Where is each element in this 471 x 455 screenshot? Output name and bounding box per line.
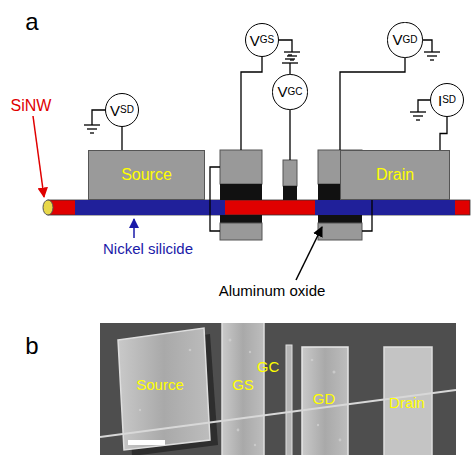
panel-letter: b (25, 334, 38, 358)
oxide-layer (220, 184, 262, 200)
leader-arrow (33, 116, 44, 197)
panel-letter: a (25, 10, 38, 34)
wire (340, 57, 405, 150)
oxide-layer (318, 215, 362, 223)
wire (422, 40, 432, 52)
part-label: Drain (389, 395, 425, 410)
signal-subscript: GD (403, 35, 418, 45)
gate-stack (283, 160, 297, 200)
pad-label: Drain (376, 167, 414, 183)
wire-end (43, 200, 53, 215)
part-label: Aluminum oxide (219, 283, 326, 298)
signal-subscript: SD (442, 95, 456, 105)
signal-symbol: V (110, 103, 120, 118)
wiring (92, 40, 432, 231)
signal-symbol: I (438, 93, 442, 108)
part-label: SiNW (11, 98, 52, 114)
scale-bar (128, 440, 165, 445)
signal-subscript: GS (260, 35, 274, 45)
ground-symbol (282, 55, 298, 63)
signal-symbol: V (392, 32, 402, 47)
wire (279, 40, 292, 52)
gate-electrode (302, 347, 348, 455)
signal-subscript: SD (120, 105, 134, 115)
connection-wire (440, 117, 447, 150)
nanowire (43, 200, 470, 215)
gate-metal (283, 160, 297, 186)
oxide-layer (283, 186, 297, 200)
part-label: Nickel silicide (103, 241, 193, 256)
ground-symbol (84, 125, 100, 133)
grain-texture (139, 339, 342, 447)
part-label: GC (257, 359, 280, 374)
gate-electrode (286, 345, 292, 455)
oxide-layer (220, 215, 262, 223)
signal-symbol: V (250, 33, 260, 48)
ground-symbol (424, 52, 440, 60)
wire (241, 57, 262, 150)
drain-pad (384, 347, 432, 455)
gate-electrode (222, 323, 264, 455)
silicon-segment (48, 200, 470, 215)
contact-pad: Drain (340, 150, 450, 200)
part-label: GS (232, 377, 254, 392)
meter-circle: ISD (430, 83, 464, 117)
meter-circle: VGS (245, 23, 279, 57)
signal-subscript: GC (288, 87, 303, 97)
ground-symbol (410, 112, 426, 120)
wire (92, 110, 105, 125)
gate-metal (220, 223, 262, 240)
silicide-segment (315, 200, 455, 215)
wire (289, 63, 290, 75)
signal-symbol: V (277, 84, 287, 99)
silicide-segment (75, 200, 225, 215)
connection-wire (121, 127, 122, 150)
gate-stack (220, 150, 262, 240)
gate-metal (220, 150, 262, 184)
meter-circle: VGC (272, 74, 307, 109)
part-label: Source (136, 377, 184, 392)
part-label: GD (313, 391, 336, 406)
wire (210, 167, 220, 231)
leader-arrow (296, 227, 322, 280)
leader-arrow (133, 219, 135, 238)
pad-label: Source (121, 167, 172, 183)
nanowire (100, 390, 456, 437)
contact-pad: Source (88, 150, 205, 200)
wire (418, 100, 430, 112)
meter-circle: VGD (387, 22, 422, 57)
meter-circle: VSD (105, 93, 139, 127)
ground-symbol (284, 52, 300, 60)
sem-image (100, 323, 456, 455)
wire (289, 109, 290, 160)
gate-metal (318, 223, 362, 240)
